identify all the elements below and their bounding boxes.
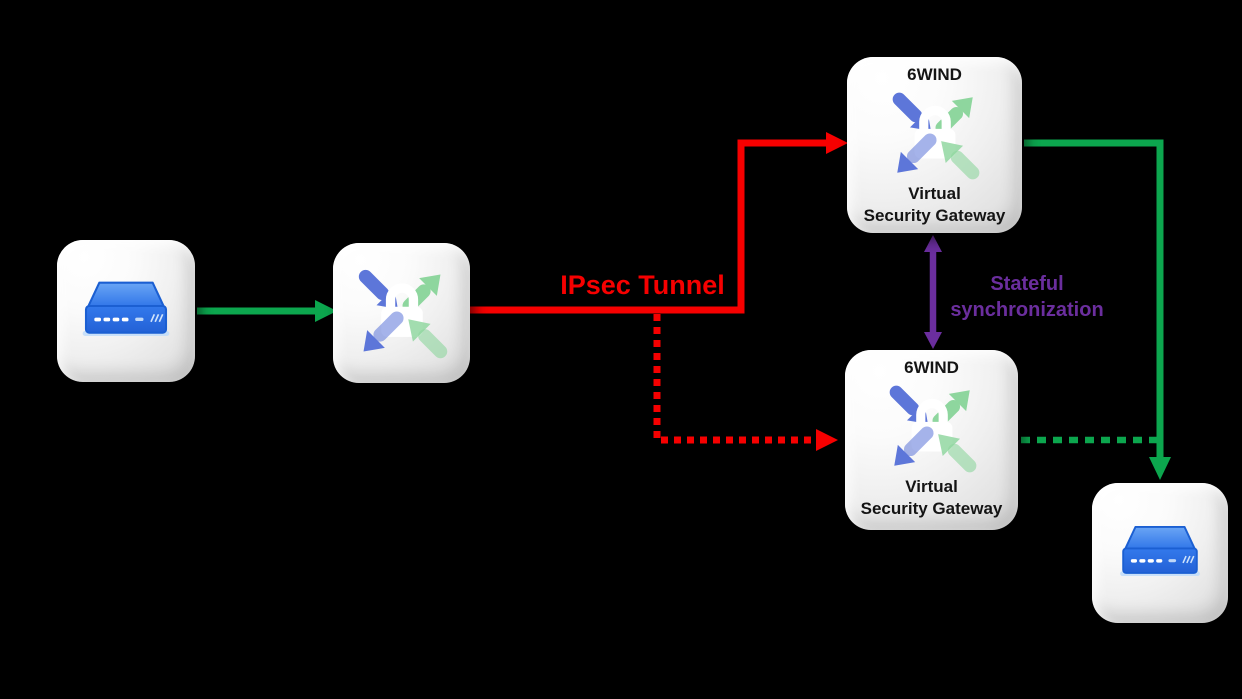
vendor-label: 6WIND <box>907 65 962 84</box>
gateway-role-line1: Virtual <box>908 184 961 203</box>
router-appliance-icon <box>1114 520 1206 586</box>
ipsec-tunnel-label: IPsec Tunnel <box>560 270 725 300</box>
ipsec-arrows-lock-icon <box>350 261 454 365</box>
gateway-role-line2: Security Gateway <box>860 499 1003 518</box>
stateful-sync-line2: synchronization <box>950 299 1104 321</box>
stateful-sync-line1: Stateful <box>990 273 1064 295</box>
green-traffic-arrow-right <box>1024 139 1171 480</box>
ipsec-arrows-lock-icon <box>881 377 983 479</box>
ipsec-client-node <box>333 243 470 383</box>
client-device-left-node <box>57 240 195 382</box>
red-dotted-backup-tunnel-arrow <box>653 314 838 451</box>
gateway-bottom-node: 6WIND Virtual Security Gateway <box>845 350 1018 530</box>
gateway-role-line1: Virtual <box>905 477 958 496</box>
gateway-top-node: 6WIND Virtual Security Gateway <box>847 57 1022 233</box>
stateful-sync-label: Stateful synchronization <box>942 271 1112 323</box>
client-device-right-node <box>1092 483 1228 623</box>
gateway-role-label: Virtual Security Gateway <box>861 476 1003 520</box>
gateway-role-line2: Security Gateway <box>863 206 1006 225</box>
purple-sync-double-arrow <box>924 235 942 349</box>
ipsec-arrows-lock-icon <box>884 84 986 186</box>
gateway-role-label: Virtual Security Gateway <box>864 183 1006 227</box>
green-traffic-arrow-left <box>197 300 337 322</box>
router-appliance-icon <box>76 275 176 347</box>
red-ipsec-tunnel-arrow <box>470 132 848 314</box>
vendor-label: 6WIND <box>904 358 959 377</box>
